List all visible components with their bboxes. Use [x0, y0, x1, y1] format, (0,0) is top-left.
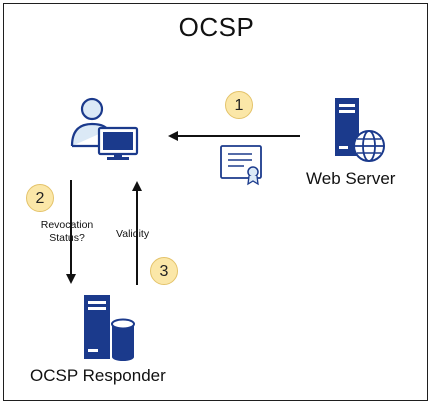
edge-label-revocation-status: Revocation Status? — [32, 219, 102, 245]
diagram-title: OCSP — [178, 12, 255, 42]
edge-label-revocation-status-text: Revocation Status? — [40, 219, 94, 244]
diagram-frame — [3, 3, 428, 401]
step-badge-2: 2 — [26, 184, 54, 212]
ocsp-responder-label: OCSP Responder — [30, 366, 166, 385]
database-server-icon — [84, 295, 135, 361]
certificate-icon — [220, 145, 262, 186]
web-server-icon — [335, 98, 385, 162]
user-computer-icon — [70, 97, 139, 160]
edge-label-validity: Validity — [116, 228, 150, 240]
step-badge-1: 1 — [225, 91, 253, 119]
step-badge-3: 3 — [150, 257, 178, 285]
web-server-label: Web Server — [306, 169, 396, 188]
